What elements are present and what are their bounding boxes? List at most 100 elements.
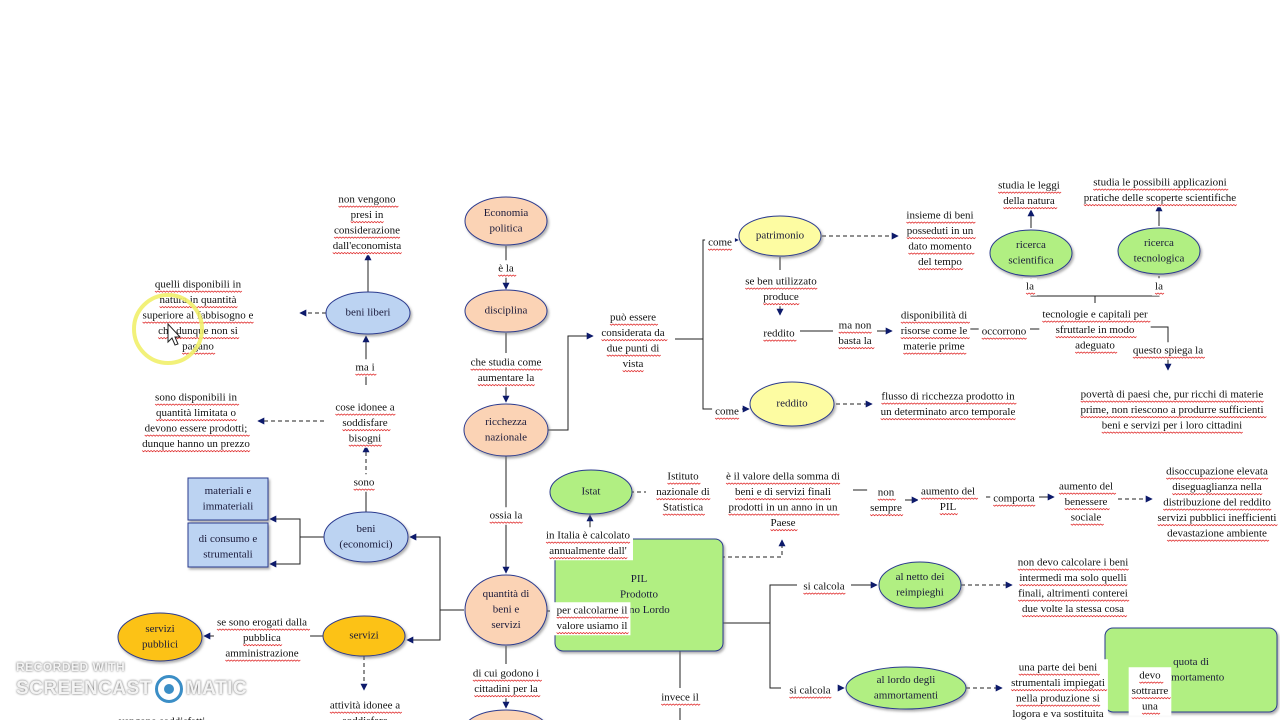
spell-underline	[609, 323, 659, 326]
node-shape-ricerca-tecnologica	[1117, 227, 1201, 275]
connector-34	[269, 515, 324, 538]
node-patrimonio-text-0: patrimonio	[756, 230, 805, 242]
spell-underline	[1074, 351, 1118, 354]
spell-underline	[606, 354, 661, 357]
node-beni-economici-text-0: beni	[357, 523, 376, 535]
watermark-word-screencast: SCREENCAST	[16, 678, 152, 699]
label-bg-e-la	[495, 260, 517, 278]
spell-underline	[1166, 539, 1270, 542]
node-consumo-text-0: di consumo e	[199, 533, 258, 545]
node-shape-beni-economici	[323, 511, 409, 563]
label-quelli-disponibili-text-0: quelli disponibili in	[155, 279, 242, 291]
spell-underline	[355, 373, 377, 376]
spell-underline	[662, 513, 706, 516]
label-bg-poverta	[1077, 386, 1267, 435]
spell-underline	[1139, 681, 1164, 684]
label-e-la-text-0: è la	[498, 263, 514, 275]
spell-underline	[877, 498, 896, 501]
label-come-1: come	[705, 234, 735, 252]
spell-underline	[803, 592, 846, 595]
label-aumento-pil-text-1: PIL	[940, 501, 957, 513]
label-e-il-valore-text-1: beni e di servizi finali	[735, 486, 831, 498]
spell-underline	[1017, 599, 1130, 602]
spell-underline	[992, 504, 1036, 507]
label-e-il-valore-text-2: prodotti in un anno in un	[728, 502, 838, 514]
spell-underline	[601, 338, 668, 342]
connector-9	[675, 239, 713, 340]
label-poverta-text-0: povertà di paesi che, pur ricchi di mate…	[1081, 389, 1264, 401]
node-servizi: servizi	[322, 615, 406, 657]
spell-underline	[1101, 431, 1243, 434]
label-bg-flusso	[877, 388, 1019, 422]
node-shape-istat	[549, 469, 633, 515]
label-bg-sono-disponibili	[139, 389, 253, 454]
label-bg-in-italia	[543, 527, 633, 561]
label-bg-non-vengono	[329, 191, 405, 256]
label-insieme-beni-text-3: del tempo	[918, 256, 962, 268]
connector-11	[702, 339, 713, 410]
label-non-sempre-text-0: non	[878, 487, 895, 499]
screencast-watermark: RECORDED WITH SCREENCAST MATIC	[16, 660, 247, 703]
label-non-vengono-text-2: considerazione	[334, 225, 400, 237]
label-non-devo-calcolare-text-0: non devo calcolare i beni	[1018, 557, 1129, 569]
spell-underline	[667, 482, 701, 485]
label-se-ben-utilizzato-text-1: produce	[763, 291, 799, 303]
node-materiali-text-0: materiali e	[205, 485, 252, 497]
node-istat-text-0: Istat	[582, 486, 601, 498]
node-reddito: reddito	[749, 381, 835, 427]
spell-underline	[159, 305, 238, 309]
label-tecnologie-capitali-text-0: tecnologie e capitali per	[1042, 309, 1148, 321]
label-e-il-valore-text-3: Paese	[770, 517, 795, 529]
spell-underline	[342, 428, 391, 432]
label-sono-disponibili-text-2: devono essere prodotti;	[145, 423, 248, 435]
label-ma-non-basta-text-1: basta la	[838, 335, 871, 347]
spell-underline	[242, 643, 283, 647]
label-insieme-beni-text-1: posseduti in un	[907, 225, 974, 237]
spell-underline	[656, 497, 711, 501]
spell-underline	[329, 711, 403, 714]
node-quantita-text-0: quantità di	[483, 588, 530, 600]
node-netto-text-1: reimpieghi	[896, 586, 944, 598]
spell-underline	[770, 528, 798, 532]
label-bg-ossia-la	[486, 507, 526, 525]
spell-underline	[473, 694, 541, 698]
label-aumento-benessere-text-1: benessere	[1065, 496, 1108, 508]
node-ricerca-tecnologica-text-1: tecnologica	[1134, 252, 1185, 264]
label-bg-la-1	[1023, 278, 1037, 296]
label-ossia-la-text-0: ossia la	[490, 510, 523, 522]
node-ricchezza-text-1: nazionale	[485, 431, 527, 443]
label-bg-di-cui-godono	[469, 665, 543, 699]
spell-underline	[1021, 614, 1128, 618]
spell-underline	[154, 290, 243, 293]
label-in-italia-text-0: in Italia è calcolato	[546, 530, 630, 542]
cursor-arrow-icon	[167, 322, 182, 346]
label-flusso-text-0: flusso di ricchezza prodotto in	[881, 391, 1015, 403]
node-consumo-text-1: strumentali	[203, 548, 253, 560]
label-disponibilita-risorse-text-2: materie prime	[903, 341, 965, 353]
node-patrimonio: patrimonio	[738, 215, 822, 257]
spell-underline	[908, 252, 975, 255]
spell-underline	[880, 417, 1016, 421]
spell-underline	[348, 444, 383, 447]
spell-underline	[1055, 335, 1137, 339]
spell-underline	[477, 383, 535, 387]
spell-underline	[707, 248, 733, 251]
label-puo-essere-text-3: vista	[623, 358, 644, 370]
label-sono: sono	[350, 474, 378, 492]
spell-underline	[1080, 400, 1264, 403]
spell-underline	[660, 703, 701, 706]
spell-underline	[1154, 292, 1165, 295]
label-se-sono-erogati-text-2: amministrazione	[225, 648, 298, 660]
spell-underline	[335, 413, 396, 416]
label-questo-spiega-text-0: questo spiega la	[1133, 345, 1203, 357]
label-bg-aumento-benessere	[1055, 478, 1117, 527]
spell-underline	[981, 337, 1027, 340]
